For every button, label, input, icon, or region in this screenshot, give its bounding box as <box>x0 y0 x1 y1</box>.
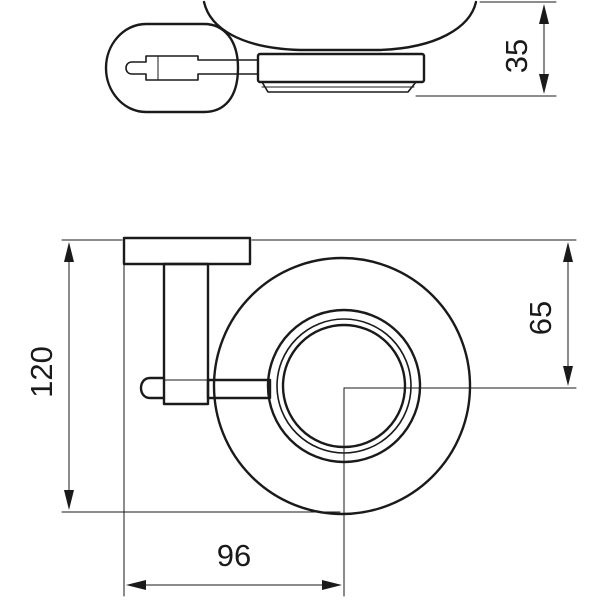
dim-96-arrow-right <box>322 580 342 590</box>
dim-35-arrow-top <box>539 4 549 24</box>
top-view-dish <box>202 0 478 52</box>
dim-65-label: 65 <box>523 301 558 335</box>
dim-120-label: 120 <box>24 346 59 398</box>
dim-35-arrow-bottom <box>539 74 549 94</box>
front-view: 120 65 96 <box>24 236 577 597</box>
dim-120-arrow-top <box>64 242 74 262</box>
wall-plate <box>122 236 252 266</box>
dim-65-arrow-bottom <box>563 366 573 386</box>
top-view-wall-plate <box>104 22 240 114</box>
dim-120-arrow-bottom <box>64 490 74 510</box>
clip-end <box>139 376 166 400</box>
dim-35-label: 35 <box>499 39 534 73</box>
top-view: 35 <box>104 0 557 114</box>
top-view-arm-clip <box>125 55 259 81</box>
horizontal-arm <box>206 378 272 400</box>
vertical-post <box>162 262 210 406</box>
dish-outer <box>212 256 472 516</box>
dim-65-arrow-top <box>563 242 573 262</box>
top-view-holder-ring <box>256 52 426 84</box>
dim-96-label: 96 <box>217 538 251 573</box>
dim-96-arrow-left <box>126 580 146 590</box>
